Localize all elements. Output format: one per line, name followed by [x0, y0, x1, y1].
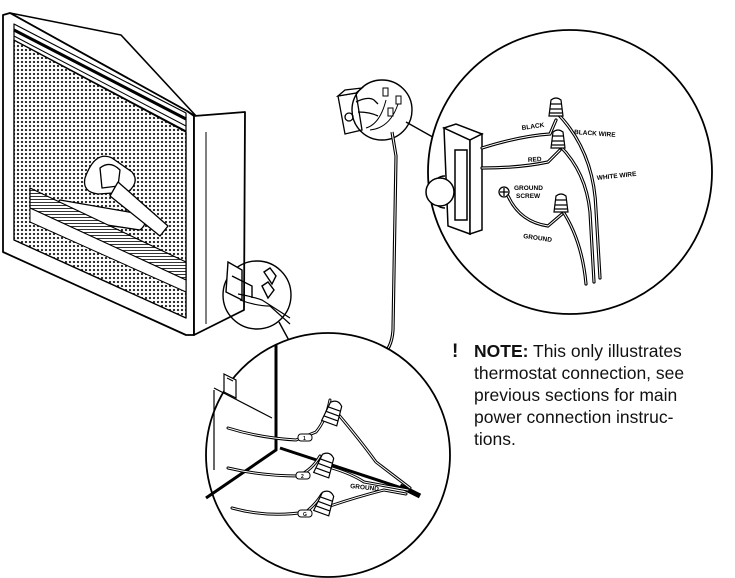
exclamation-icon: !	[452, 341, 459, 362]
wire-nut-icon	[312, 490, 335, 517]
note-text: NOTE: This only illustrates thermostat c…	[474, 340, 732, 450]
label-black-wire: BLACK WIRE	[574, 129, 617, 139]
wire-nut-icon	[548, 97, 564, 117]
label-ground-bottom: GROUND	[350, 483, 380, 493]
fireplace-insert	[2, 12, 246, 336]
label-ground-top: GROUND	[523, 233, 553, 244]
note-heading: NOTE:	[474, 341, 529, 361]
wire-nut-icon	[320, 400, 343, 427]
wire-nut-icons-bottom	[312, 400, 343, 517]
thermostat-mini-connectors	[365, 87, 402, 131]
log-set	[54, 155, 169, 237]
wire-tag-g: G	[303, 512, 307, 518]
label-white-wire: WHITE WIRE	[596, 171, 637, 182]
wire-tag-1: 1	[303, 436, 306, 442]
junction-box-detail	[205, 345, 278, 500]
thermostat-cable	[287, 131, 398, 364]
label-ground-screw-line1: GROUND	[514, 185, 543, 192]
thermostat-callout-circle	[351, 79, 413, 141]
wire-tags	[295, 433, 313, 518]
junction-detail-circle: 1 2 G GROUND	[205, 332, 451, 578]
thermostat-detail-wires	[480, 110, 602, 286]
label-ground-screw-line2: SCREW	[516, 193, 541, 200]
ground-screw-icon	[498, 186, 510, 198]
fireplace-side-panel	[193, 111, 246, 336]
wire-tag-2: 2	[301, 474, 304, 480]
label-red: RED	[528, 156, 542, 164]
label-black: BLACK	[521, 122, 545, 132]
thermostat-detail-circle: BLACK BLACK WIRE RED WHITE WIRE GROUND S…	[425, 29, 713, 315]
wire-nut-icon	[550, 129, 566, 149]
thermostat-body-detail	[425, 123, 484, 236]
wire-nut-icons-top	[548, 97, 569, 213]
note-description: This only illustrates thermostat connect…	[474, 341, 685, 449]
wire-nut-icon	[553, 193, 569, 213]
junction-box-callout	[222, 260, 292, 330]
wire-nut-icon	[312, 452, 335, 479]
